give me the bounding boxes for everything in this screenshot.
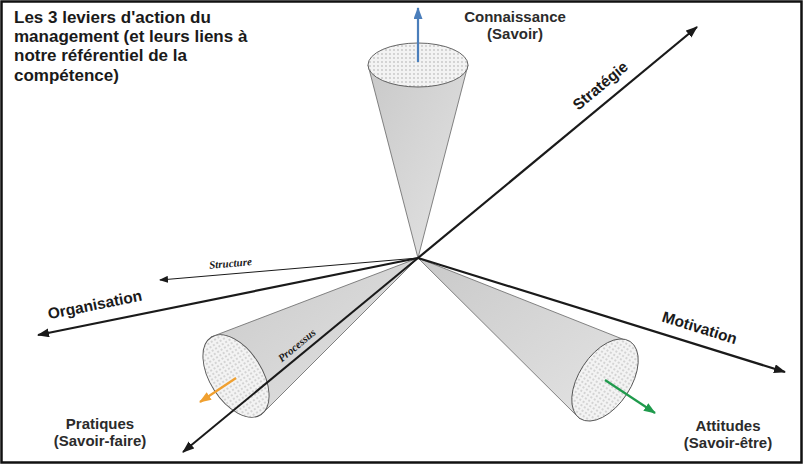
- axis-label: Stratégie: [569, 58, 631, 113]
- axis-label: Motivation: [660, 308, 739, 347]
- axis-strategy: [418, 27, 697, 258]
- cone-label: Pratiques (Savoir-faire): [39, 415, 161, 450]
- sub-axis-label: Structure: [208, 255, 252, 271]
- attitude-arrow: [605, 380, 655, 413]
- axis-structure: [160, 258, 418, 280]
- cone-label: Attitudes (Savoir-être): [667, 417, 789, 452]
- practice-arrow: [200, 378, 236, 402]
- cone-left: [189, 258, 418, 429]
- axis-label: Organisation: [46, 287, 143, 323]
- cone-top: [368, 43, 468, 258]
- axis-organisation: [38, 258, 418, 335]
- axis-motivation: [418, 258, 785, 372]
- cone-label: Connaissance (Savoir): [454, 8, 576, 43]
- knowledge-arrow: [417, 8, 419, 62]
- diagram-title: Les 3 leviers d'action du management (et…: [14, 8, 250, 85]
- sub-axis-label: Processus: [276, 326, 319, 364]
- cone-right: [418, 258, 652, 433]
- axis-process: [183, 258, 418, 452]
